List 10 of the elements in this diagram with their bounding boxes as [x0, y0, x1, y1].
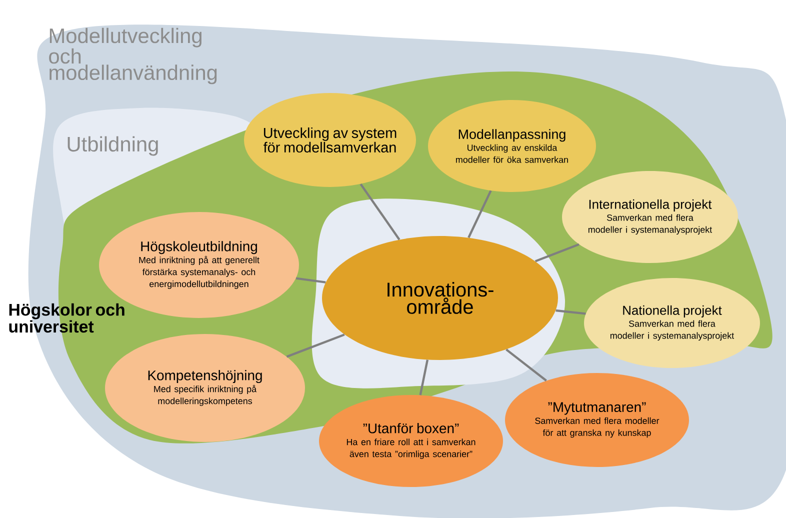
connector-line [468, 190, 492, 238]
connector-line [419, 360, 429, 396]
connector-line [360, 183, 400, 240]
connector-line [296, 277, 326, 284]
connector-line [556, 309, 586, 315]
connector-line [286, 334, 345, 358]
region-label: Utbildning [68, 136, 158, 156]
connector-line [534, 243, 580, 262]
region-label: Modellutveckling och modellanvändning [49, 28, 217, 84]
connector-line [506, 348, 547, 382]
